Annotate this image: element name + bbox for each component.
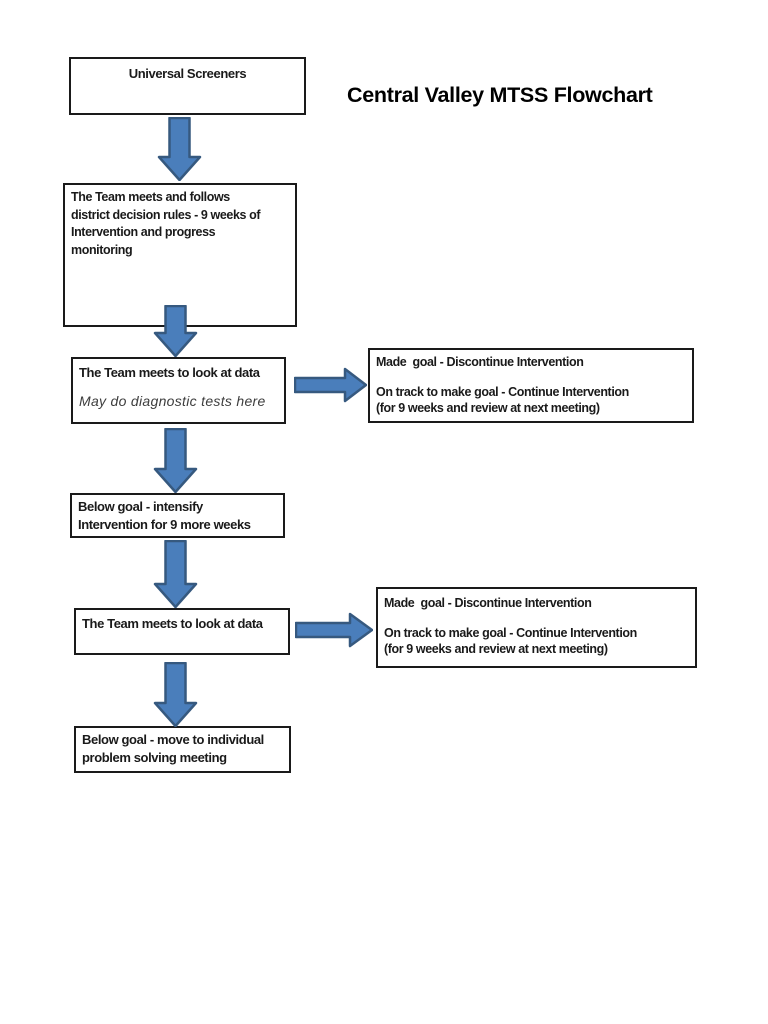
flow-box-line: monitoring — [71, 242, 133, 257]
flow-box-line: Made goal - Discontinue Intervention — [384, 596, 592, 610]
down-arrow-icon — [153, 428, 198, 493]
flow-box-line: problem solving meeting — [82, 750, 227, 765]
flow-box-line: Made goal - Discontinue Intervention — [376, 355, 584, 369]
flow-box-line: Below goal - move to individual — [82, 732, 264, 747]
flow-box-line: The Team meets to look at data — [82, 616, 263, 631]
down-arrow-icon — [157, 117, 202, 181]
flow-box-line: Below goal - intensify — [78, 499, 203, 514]
flow-box-outcome-1: Made goal - Discontinue Intervention On … — [368, 348, 694, 423]
flow-box-line: (for 9 weeks and review at next meeting) — [384, 642, 608, 656]
flow-box-line: district decision rules - 9 weeks of — [71, 207, 261, 222]
flow-box-team-follows-rules: The Team meets and follows district deci… — [63, 183, 297, 327]
page-title: Central Valley MTSS Flowchart — [347, 83, 653, 107]
right-arrow-icon — [294, 367, 367, 403]
down-arrow-icon — [153, 540, 198, 608]
down-arrow-icon — [153, 662, 198, 727]
flow-box-below-goal-problem-solving: Below goal - move to individual problem … — [74, 726, 291, 773]
flow-box-team-looks-at-data-2: The Team meets to look at data — [74, 608, 290, 655]
diagnostic-note: May do diagnostic tests here — [79, 392, 266, 409]
flow-box-below-goal-intensify: Below goal - intensify Intervention for … — [70, 493, 285, 538]
flow-box-line: The Team meets to look at data — [79, 365, 260, 380]
flow-box-outcome-2: Made goal - Discontinue Intervention On … — [376, 587, 697, 668]
flow-box-line: On track to make goal - Continue Interve… — [384, 625, 637, 640]
down-arrow-icon — [153, 305, 198, 357]
flow-box-universal-screeners: Universal Screeners — [69, 57, 306, 115]
right-arrow-icon — [295, 612, 373, 648]
flow-box-label: Universal Screeners — [128, 66, 247, 81]
flow-box-line: Intervention for 9 more weeks — [78, 517, 251, 532]
flow-box-line: On track to make goal - Continue Interve… — [376, 384, 629, 399]
flow-box-line: (for 9 weeks and review at next meeting) — [376, 401, 600, 415]
flow-box-line: Intervention and progress — [71, 225, 216, 239]
flow-box-line: The Team meets and follows — [71, 190, 230, 204]
flow-box-team-looks-at-data-1: The Team meets to look at data May do di… — [71, 357, 286, 424]
